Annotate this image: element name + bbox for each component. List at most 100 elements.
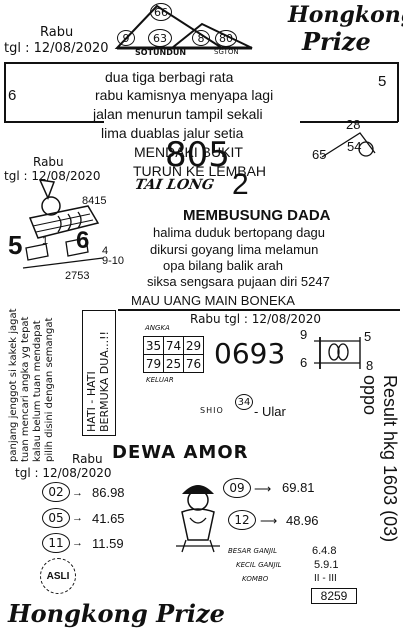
poem1-mendaki: MENDAKI BUKIT	[134, 144, 243, 160]
sec4-date: tgl : 12/08/2020	[15, 466, 112, 480]
keluar-label: KELUAR	[146, 376, 174, 384]
sec2-line-1: halima duduk bertopang dagu	[153, 225, 326, 240]
grid-cell: 79	[143, 354, 164, 373]
sec2-date: tgl : 12/08/2020	[4, 169, 101, 183]
arrow-icon: →	[72, 487, 83, 499]
sec4-day: Rabu	[72, 452, 103, 466]
cupid-drawing	[176, 485, 220, 553]
left-item-num-1: 02	[42, 482, 70, 502]
final-num-box: 8259	[311, 588, 357, 604]
arrow-icon: →	[72, 537, 83, 549]
sec2-line-3: opa bilang balik arah	[163, 258, 283, 273]
sec2-n2753: 2753	[65, 270, 90, 282]
asli-stamp: ASLI	[40, 558, 76, 594]
brand-top-prize: Prize	[302, 27, 371, 56]
code-label-3: KOMBO	[242, 575, 269, 583]
dewa-amor-title: DEWA AMOR	[112, 442, 249, 463]
left-item-value-3: 11.59	[92, 536, 124, 551]
frame-bottom-left	[4, 121, 104, 123]
arrow-icon: ⟶	[254, 482, 272, 496]
frame-bottom-right	[300, 121, 398, 123]
pyramid-label-left: SOTUNDUN	[135, 48, 187, 57]
poem1-left-num: 6	[8, 87, 17, 104]
poem1-line-4: lima duablas jalur setia	[101, 125, 244, 141]
vertical-poem: panjang jenggot si kakek jagat tuan menc…	[8, 252, 56, 462]
right-item-value-2: 48.96	[286, 513, 319, 528]
right-item-num-2: 12	[228, 510, 256, 530]
sec3-banner: MAU UANG MAIN BONEKA	[131, 293, 295, 308]
shio-name: - Ular	[254, 404, 286, 419]
pyramid-left-num: 9	[117, 30, 135, 46]
header-day: Rabu	[40, 25, 74, 40]
pyramid-logo	[114, 4, 253, 50]
oppo-text: oppo	[360, 375, 380, 416]
grid-cell: 35	[143, 336, 164, 355]
poem1-line-2: rabu kamisnya menyapa lagi	[95, 87, 274, 103]
right-num-2: 5	[364, 329, 372, 344]
poem1-n54: 54	[347, 139, 362, 154]
vertical-poem-line-2: tuan mencari angka yg tepat	[20, 316, 31, 462]
grid-cell: 74	[163, 336, 184, 355]
warning-box-text: HATI - HATI BERMUKA DUA...!!	[85, 312, 111, 432]
poem1-right-num: 5	[378, 73, 387, 90]
poem1-turun: TURUN KE LEMBAH	[133, 163, 267, 179]
tai-long-label: TAI LONG	[133, 177, 216, 193]
sec2-n9-10: 9-10	[102, 255, 125, 267]
sec2-big-5: 5	[8, 230, 23, 260]
frame-left-line	[4, 62, 6, 122]
right-num-4: 8	[366, 358, 374, 373]
brand-top-hongkong: Hongkong	[288, 2, 403, 28]
code-value-2: 5.9.1	[314, 559, 339, 571]
sec3-banner-line	[118, 309, 400, 311]
header-date: tgl : 12/08/2020	[4, 41, 109, 56]
shio-num: 34	[235, 394, 253, 410]
frame-top-line	[4, 62, 399, 64]
right-item-num-1: 09	[223, 478, 251, 498]
sec2-n4: 4	[102, 245, 109, 257]
angka-grid: 35 74 29 79 25 76	[143, 336, 204, 373]
grid-cell: 76	[183, 354, 204, 373]
code-value-3: II - III	[314, 573, 337, 584]
guitarist-drawing	[22, 179, 104, 269]
code-label-1: BESAR GANJIL	[228, 547, 278, 555]
sec2-n1: 1	[42, 235, 49, 247]
vertical-poem-line-3: kalau belum tuan mendapat	[32, 320, 43, 462]
footer-brand: Hongkong Prize	[8, 599, 225, 628]
sec3-date: Rabu tgl : 12/08/2020	[190, 312, 321, 326]
arrow-icon: →	[72, 512, 83, 524]
grid-cell: 29	[183, 336, 204, 355]
shio-label: SHIO	[200, 406, 224, 415]
warning-box	[82, 310, 116, 436]
result-vertical: Result hkg 1603 (03) oppo	[360, 375, 400, 625]
left-item-value-2: 41.65	[92, 511, 125, 526]
pyramid-top-num: 66	[150, 3, 172, 21]
pyramid-center-num: 63	[148, 29, 172, 47]
poem1-n28: 28	[346, 117, 361, 132]
left-item-num-3: 11	[42, 533, 70, 553]
warning-line-1: HATI - HATI	[85, 371, 98, 432]
left-item-value-1: 86.98	[92, 485, 125, 500]
poem1-hill-sketch	[321, 132, 376, 158]
arrow-icon: ⟶	[260, 514, 278, 528]
dice-box-drawing	[314, 337, 361, 369]
angka-label: ANGKA	[145, 324, 170, 332]
sec2-line-4: siksa sengsara pujaan diri 5247	[147, 274, 330, 289]
frame-right-line	[397, 62, 399, 122]
grid-cell: 25	[163, 354, 184, 373]
vertical-poem-line-1: panjang jenggot si kakek jagat	[8, 308, 19, 462]
poem1-line-1: dua tiga berbagi rata	[105, 69, 234, 85]
sec2-title: MEMBUSUNG DADA	[183, 207, 331, 224]
result-text: Result hkg 1603 (03)	[380, 375, 400, 543]
poem1-big-num: 805	[165, 135, 230, 175]
pyramid-right-num-b: 80	[215, 30, 237, 47]
sec2-big-6: 6	[76, 227, 90, 254]
left-item-num-2: 05	[42, 508, 70, 528]
right-item-value-1: 69.81	[282, 480, 315, 495]
poem1-n65: 65	[312, 147, 327, 162]
vertical-poem-line-4: pilih disini dengan semangat	[44, 317, 55, 462]
right-num-1: 9	[300, 327, 308, 342]
code-value-1: 6.4.8	[312, 545, 337, 557]
sec3-big-num: 0693	[214, 337, 286, 370]
warning-line-2: BERMUKA DUA...!!	[98, 331, 111, 432]
poem1-line-3: jalan menurun tampil sekali	[93, 106, 263, 122]
